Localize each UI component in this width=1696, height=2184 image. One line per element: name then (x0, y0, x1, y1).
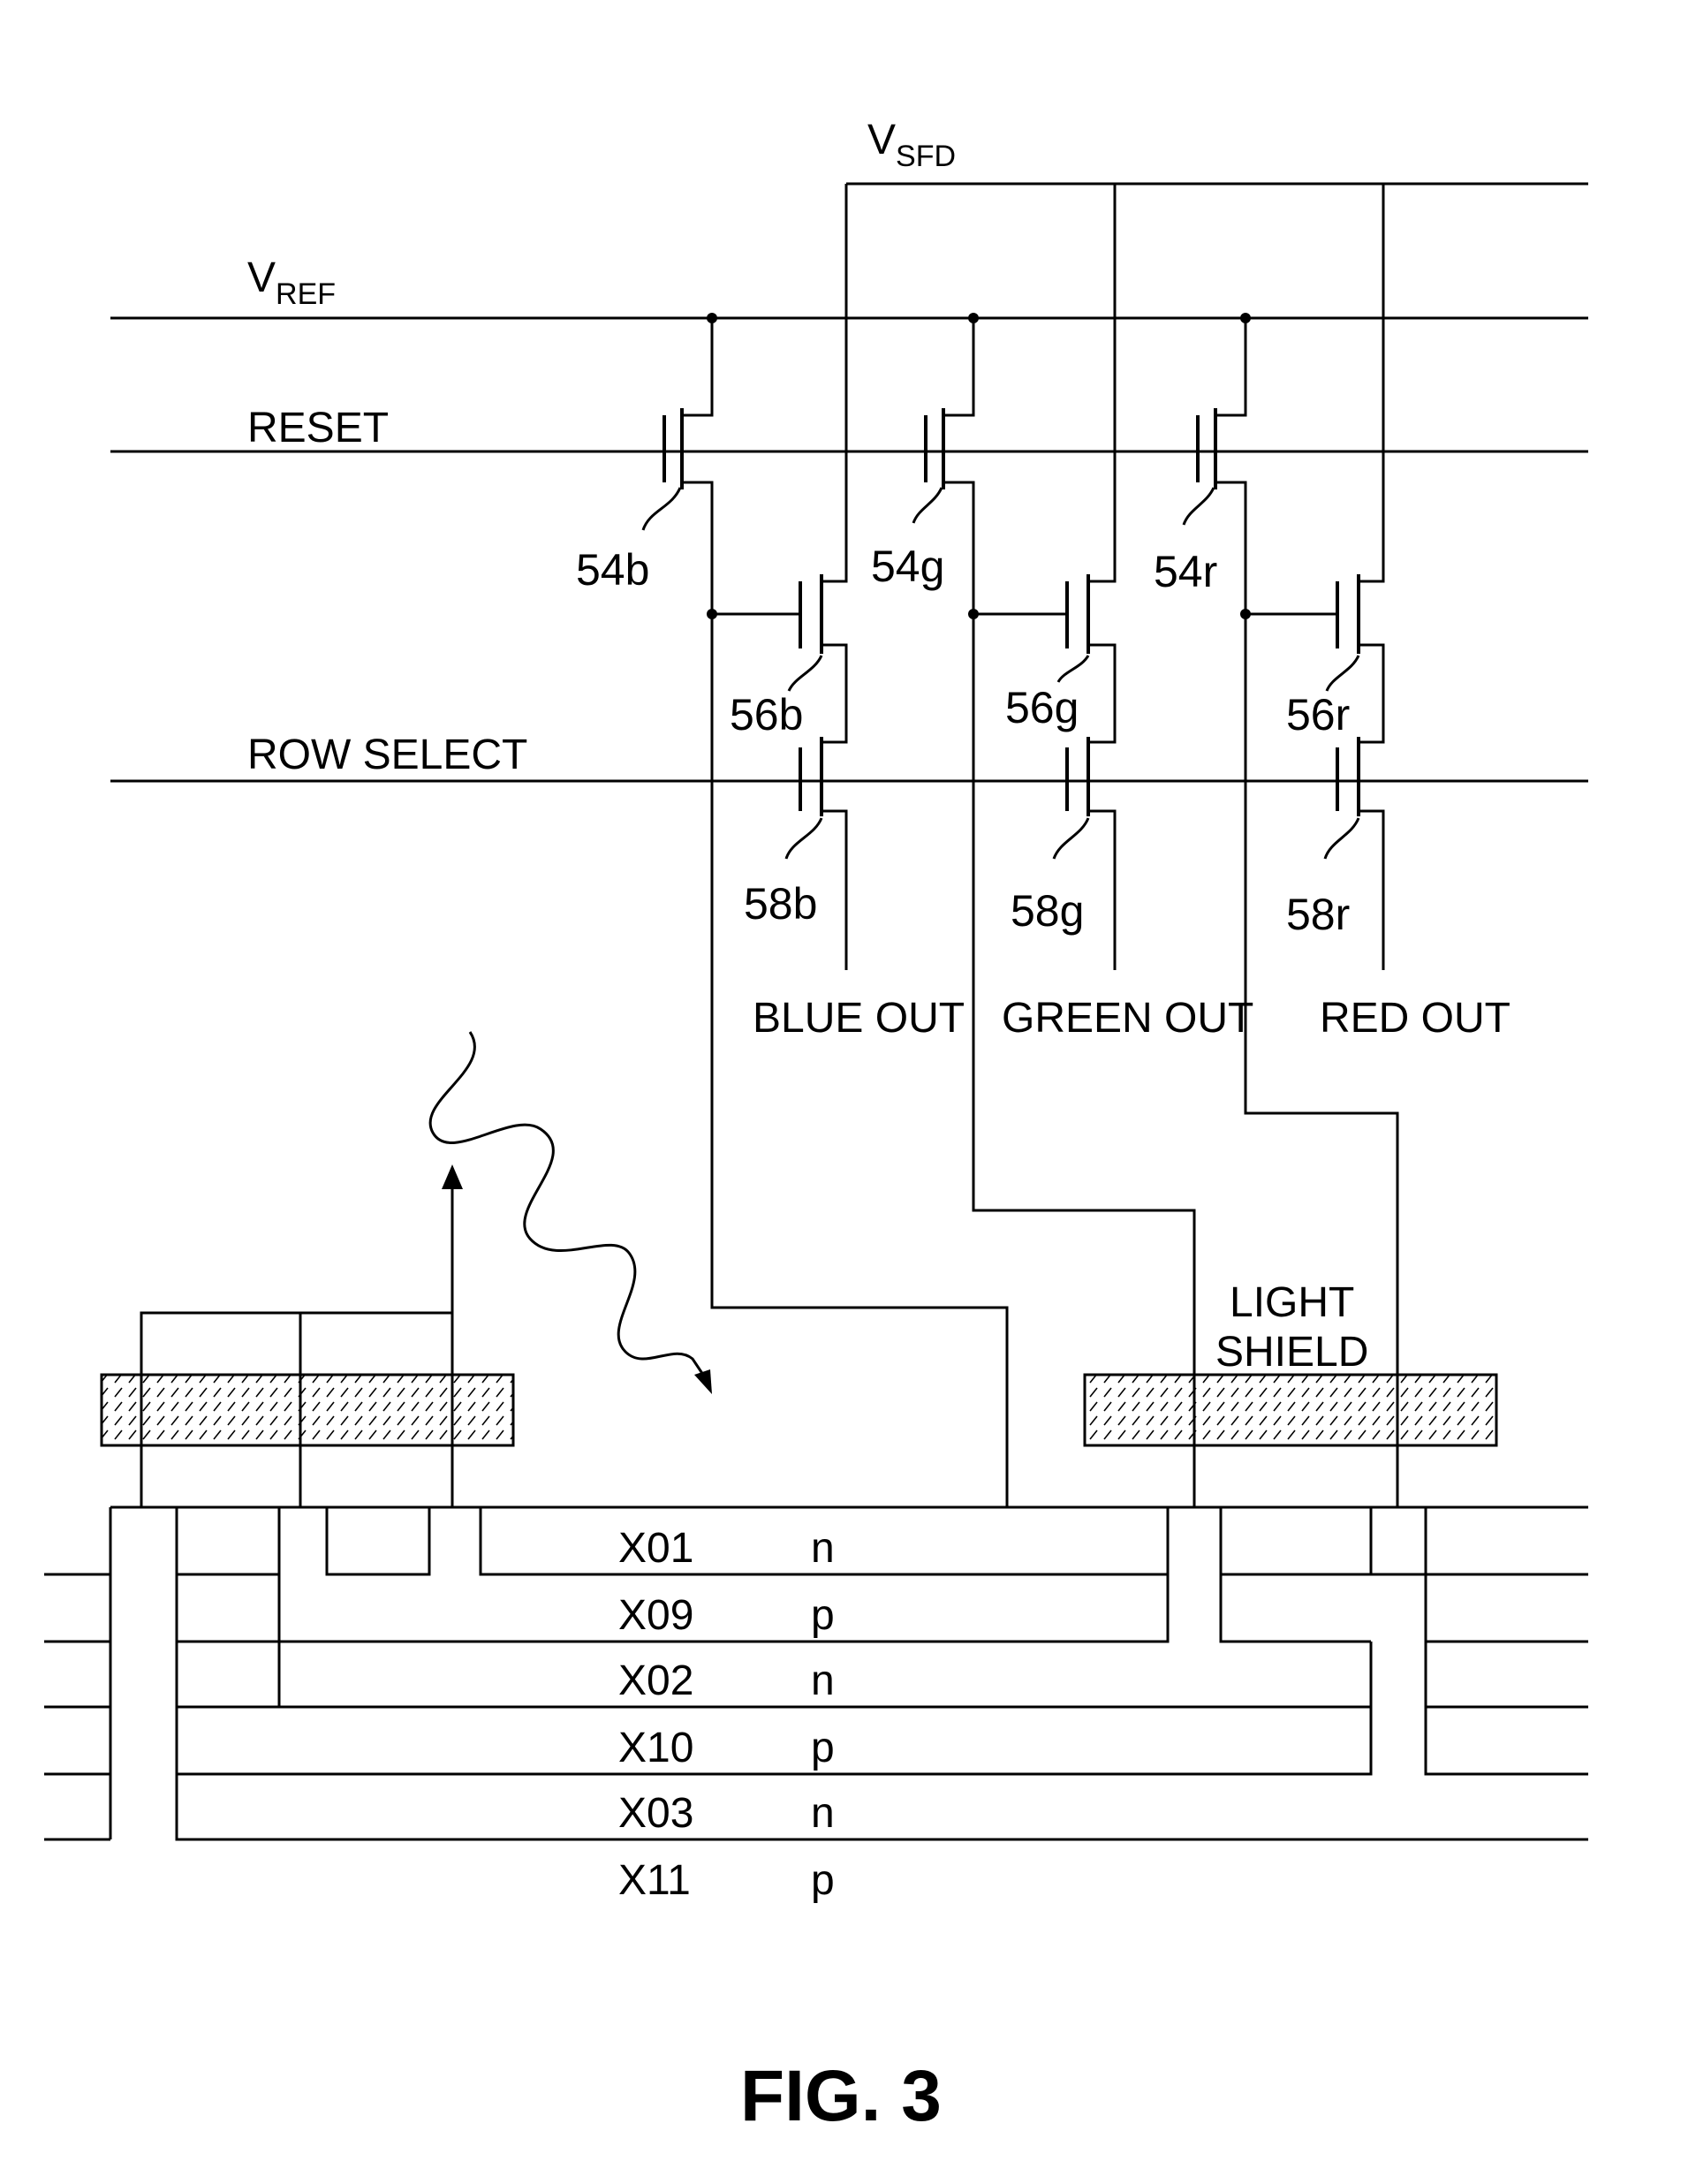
layer-type-4: n (811, 1790, 835, 1837)
blue-out-label: BLUE OUT (753, 995, 965, 1042)
layer-name-4: X03 (618, 1790, 693, 1837)
light-shield-right (1083, 1373, 1498, 1447)
layer-type-1: p (811, 1592, 835, 1639)
labels: VSFD VREF RESET ROW SELECT 54b 54g 54r 5… (247, 117, 1510, 2136)
incident-light-icon (428, 1031, 712, 1394)
layer-type-2: n (811, 1657, 835, 1704)
figure-label: FIG. 3 (740, 2056, 942, 2136)
label-56b: 56b (730, 690, 803, 739)
label-56g: 56g (1005, 683, 1079, 732)
light-shield-label-line2: SHIELD (1215, 1329, 1368, 1376)
layer-type-0: n (811, 1525, 835, 1572)
substrate-layers (44, 1505, 1588, 1841)
light-shield-label-line1: LIGHT (1230, 1279, 1354, 1326)
vref-label: VREF (247, 254, 336, 311)
layer-name-2: X02 (618, 1657, 693, 1704)
leader-54g (912, 487, 943, 524)
label-58g: 58g (1011, 886, 1084, 936)
layer-name-0: X01 (618, 1525, 693, 1572)
label-54r: 54r (1154, 547, 1217, 596)
right-pixel-structure (1083, 1373, 1498, 1447)
left-pixel-structure (100, 1164, 515, 1507)
layer-name-3: X10 (618, 1725, 693, 1771)
label-56r: 56r (1286, 690, 1350, 739)
label-54g: 54g (871, 542, 944, 591)
label-58r: 58r (1286, 890, 1350, 939)
label-54b: 54b (576, 545, 649, 595)
vsfd-drops (822, 184, 1385, 583)
blue-pixel-circuit (641, 318, 1009, 1507)
layer-name-1: X09 (618, 1592, 693, 1639)
red-out-label: RED OUT (1320, 995, 1510, 1042)
row-select-label: ROW SELECT (247, 732, 527, 778)
rails (110, 182, 1588, 783)
green-pixel-circuit (924, 318, 1196, 1507)
light-shield-left (100, 1373, 515, 1447)
vsfd-label: VSFD (867, 117, 956, 173)
label-58b: 58b (744, 879, 817, 929)
layer-type-5: p (811, 1857, 835, 1904)
green-out-label: GREEN OUT (1002, 995, 1253, 1042)
red-pixel-circuit (1182, 318, 1399, 1507)
reset-label: RESET (247, 405, 389, 451)
layer-name-5: X11 (618, 1857, 691, 1904)
layer-type-3: p (811, 1725, 835, 1771)
